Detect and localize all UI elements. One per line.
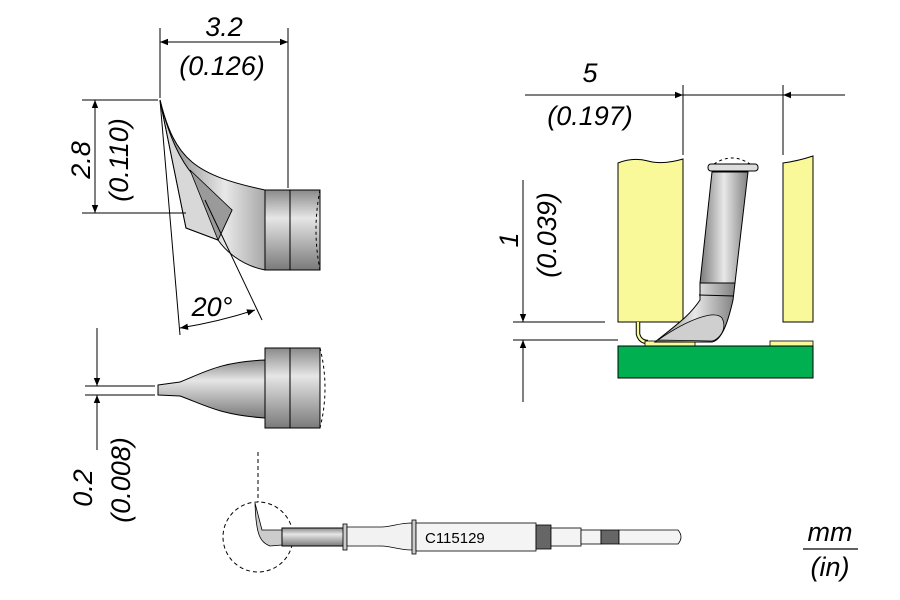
solder-pad — [769, 340, 814, 347]
tip-front-view — [157, 347, 326, 429]
dimension-clearance: 1 (0.039) — [494, 180, 618, 402]
unit-in: (in) — [811, 552, 850, 582]
dimension-reach: 5 (0.197) — [525, 58, 845, 155]
reach-in: (0.197) — [547, 101, 633, 131]
clearance-mm: 1 — [494, 232, 524, 247]
dimension-width: 3.2 (0.126) — [159, 12, 289, 188]
thickness-mm: 0.2 — [68, 469, 98, 507]
width-in: (0.126) — [179, 51, 265, 81]
dimension-height: 2.8 (0.110) — [66, 99, 186, 214]
reach-mm: 5 — [582, 58, 598, 88]
angle-label: 20° — [191, 292, 233, 322]
width-mm: 3.2 — [205, 12, 243, 42]
part-number: C115129 — [425, 530, 485, 547]
units-legend: mm (in) — [803, 517, 858, 582]
tip-side-view — [159, 99, 321, 271]
clearance-in: (0.039) — [532, 192, 562, 278]
height-mm: 2.8 — [66, 141, 96, 180]
dimension-thickness: 0.2 (0.008) — [68, 328, 155, 523]
height-in: (0.110) — [104, 118, 134, 202]
component-right — [782, 155, 814, 323]
component-left — [617, 158, 684, 323]
application-view — [617, 155, 814, 379]
dimension-angle: 20° — [159, 99, 263, 336]
unit-mm: mm — [808, 517, 853, 547]
pcb-board — [617, 345, 814, 379]
thickness-in: (0.008) — [106, 437, 136, 523]
cartridge-overview: C115129 — [222, 452, 682, 573]
